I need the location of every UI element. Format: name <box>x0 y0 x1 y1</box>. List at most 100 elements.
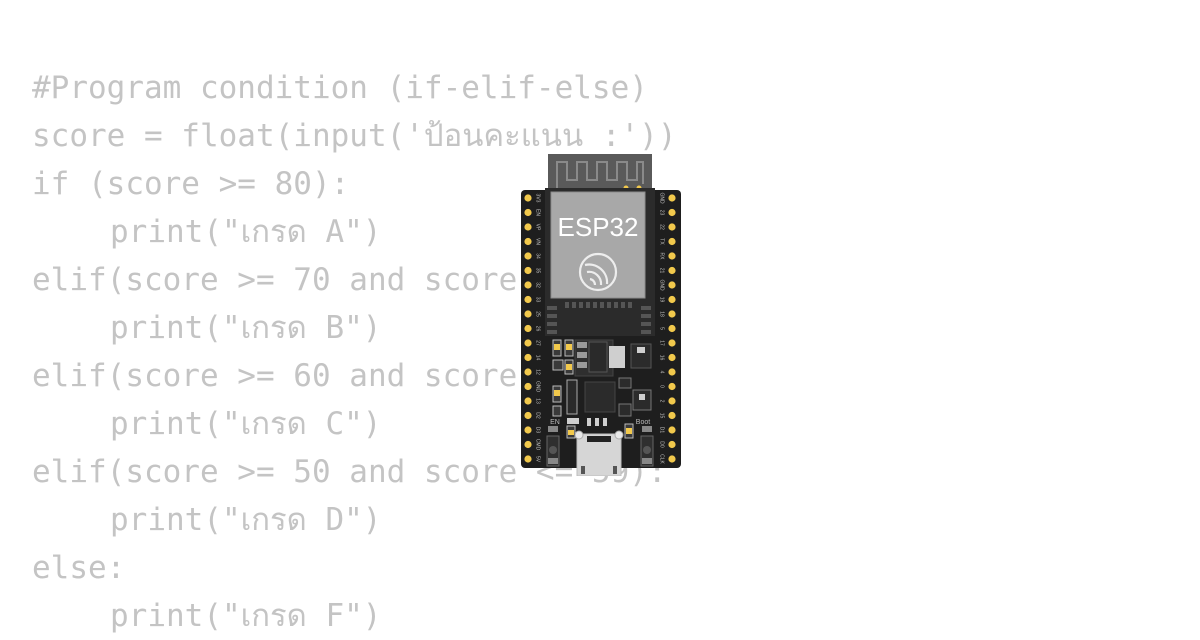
right-pin <box>668 266 676 275</box>
right-pin-label: 2 <box>659 400 665 403</box>
right-pin <box>668 194 676 202</box>
antenna-trace-icon <box>556 161 644 188</box>
left-pin <box>524 426 532 434</box>
right-pin-label: 15 <box>659 413 665 419</box>
right-pin-label: GND <box>659 279 665 291</box>
code-line: print("เกรด D") <box>32 496 677 544</box>
right-pin <box>668 440 676 449</box>
code-listing: #Program condition (if-elif-else) score =… <box>32 64 677 640</box>
right-pin <box>668 382 676 391</box>
left-pin-label: 32 <box>535 282 541 288</box>
espressif-logo-icon <box>578 252 618 292</box>
right-pin <box>668 310 676 318</box>
left-pin-label: 35 <box>535 268 541 274</box>
code-line-text: print("เกรด A") <box>110 214 382 250</box>
left-pin <box>524 382 532 391</box>
left-pin-label: 25 <box>535 311 541 317</box>
left-pin-label: 27 <box>535 340 541 346</box>
left-pin-label: VP <box>535 224 541 231</box>
micro-usb-port <box>574 430 624 476</box>
right-pin-label: RX <box>659 253 665 261</box>
right-pin-label: 0 <box>659 385 665 388</box>
code-line: print("เกรด B") <box>32 304 677 352</box>
right-pin <box>668 324 676 333</box>
esp32-board-image: ESP32 <box>521 154 681 476</box>
left-pin <box>524 339 532 347</box>
right-pin-label: 21 <box>659 268 665 274</box>
code-line: #Program condition (if-elif-else) <box>32 64 677 112</box>
left-pin-label: D2 <box>535 412 541 419</box>
left-pin-label: 14 <box>535 355 541 361</box>
left-pin <box>524 324 532 333</box>
right-pin-label: 22 <box>659 224 665 230</box>
en-button[interactable] <box>546 426 560 467</box>
code-line-text: print("เกรด F") <box>110 598 382 634</box>
boot-button[interactable] <box>640 426 654 467</box>
right-pin-label: CLK <box>659 454 665 464</box>
right-pin <box>668 252 676 260</box>
right-pin-label: 23 <box>659 210 665 216</box>
code-line-text: print("เกรด B") <box>110 310 382 346</box>
board-components <box>552 339 652 439</box>
module-castellations <box>547 302 651 334</box>
right-pin <box>668 339 676 347</box>
left-pin-label: 34 <box>535 253 541 259</box>
code-line-text: else: <box>32 550 126 586</box>
left-pin <box>524 237 532 246</box>
left-pin <box>524 281 532 289</box>
code-line: else: <box>32 544 677 592</box>
module-label: ESP32 <box>558 212 639 242</box>
right-pin-label: D0 <box>659 441 665 448</box>
left-pin <box>524 368 532 376</box>
code-line: print("เกรด A") <box>32 208 677 256</box>
right-pin <box>668 223 676 231</box>
code-line-text: print("เกรด C") <box>110 406 382 442</box>
left-pin-label: 33 <box>535 297 541 303</box>
right-pin-label: 5 <box>659 327 665 330</box>
left-pin <box>524 208 532 217</box>
right-pin-label: 18 <box>659 311 665 317</box>
left-pin <box>524 455 532 463</box>
left-pin <box>524 353 532 362</box>
right-pin-label: GND <box>659 192 665 204</box>
left-pin <box>524 397 532 405</box>
left-pin <box>524 223 532 231</box>
boot-button-label: Boot <box>636 419 650 426</box>
left-pin-label: GND <box>535 381 541 393</box>
right-pin <box>668 397 676 405</box>
left-pin-label: CMD <box>535 439 541 451</box>
left-pin <box>524 411 532 420</box>
right-pin <box>668 426 676 434</box>
right-pin-label: 16 <box>659 355 665 361</box>
left-pin-label: 26 <box>535 326 541 332</box>
left-pin <box>524 295 532 304</box>
right-pin-label: 4 <box>659 371 665 374</box>
left-pin-label: 5V <box>535 456 541 463</box>
code-line: score = float(input('ป้อนคะแนน :')) <box>32 112 677 160</box>
right-pin-label: TX <box>659 238 665 245</box>
code-line-text: print("เกรด D") <box>110 502 382 538</box>
left-pin <box>524 252 532 260</box>
right-pin <box>668 368 676 376</box>
right-pin-label: 17 <box>659 340 665 346</box>
code-line: if (score >= 80): <box>32 160 677 208</box>
code-line: print("เกรด C") <box>32 400 677 448</box>
right-pin <box>668 295 676 304</box>
right-pin-label: D1 <box>659 427 665 434</box>
left-pin <box>524 194 532 202</box>
code-line-text: score = float(input('ป้อนคะแนน :')) <box>32 118 677 154</box>
right-pin <box>668 281 676 289</box>
left-pin <box>524 440 532 449</box>
left-pin-header: 3V3ENVPVN343532332526271412GND13D2D3CMD5… <box>524 194 541 463</box>
en-button-label: EN <box>550 419 560 426</box>
left-pin-label: 12 <box>535 369 541 375</box>
right-pin <box>668 237 676 246</box>
right-pin <box>668 455 676 463</box>
left-pin-label: VN <box>535 238 541 245</box>
right-pin <box>668 353 676 362</box>
left-pin-label: EN <box>535 209 541 216</box>
right-pin <box>668 411 676 420</box>
left-pin-label: 13 <box>535 398 541 404</box>
right-pin <box>668 208 676 217</box>
